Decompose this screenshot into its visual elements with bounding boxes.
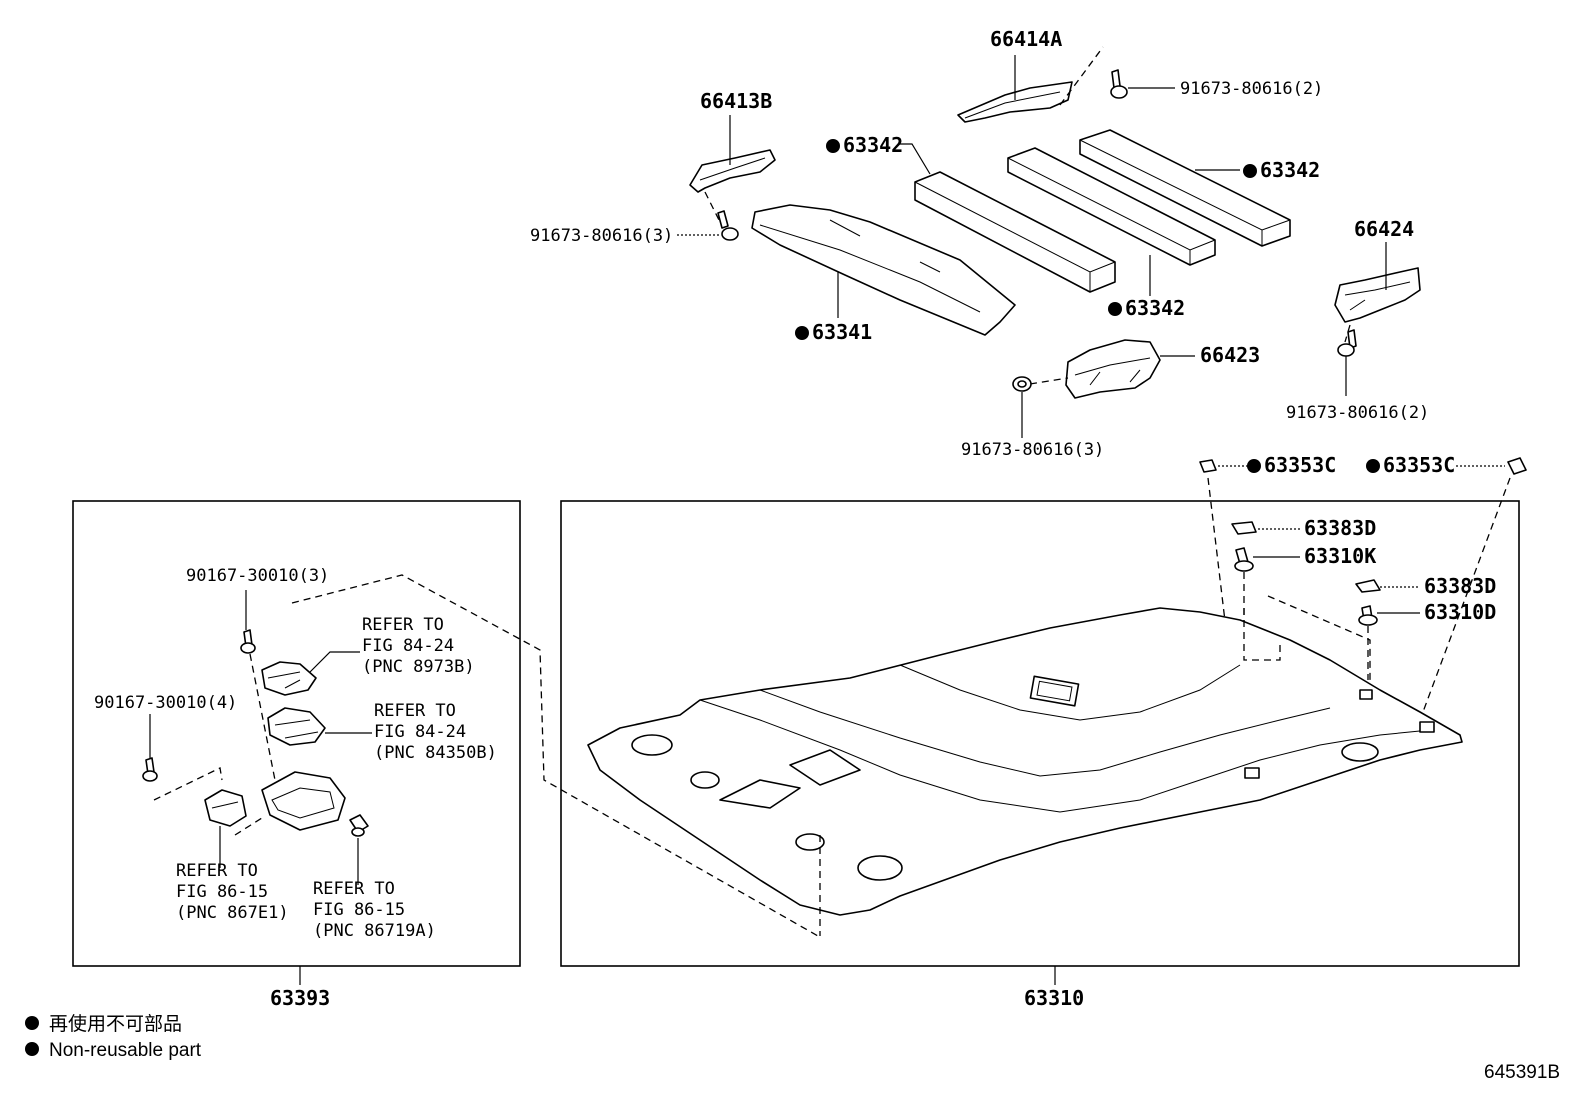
label-66423: 66423 xyxy=(1200,343,1260,367)
non-reusable-bullet xyxy=(1247,459,1261,473)
lamp-assembly-8973B xyxy=(261,651,360,696)
ref4-line1: REFER TO xyxy=(313,879,395,899)
lamp-assembly-84350B xyxy=(267,707,372,746)
non-reusable-bullet xyxy=(826,139,840,153)
ref1-line2: FIG 84-24 xyxy=(362,636,454,656)
ref3-line2: FIG 86-15 xyxy=(176,882,268,902)
label-63383D-b: 63383D xyxy=(1424,574,1496,598)
bolt-91673-a xyxy=(1110,69,1175,99)
non-reusable-bullet xyxy=(1366,459,1380,473)
sub-assembly-box-63393 xyxy=(72,500,521,967)
label-63310D: 63310D xyxy=(1424,600,1496,624)
ref2-line3: (PNC 84350B) xyxy=(374,743,497,763)
figure-id: 645391B xyxy=(1484,1062,1560,1083)
legend-line-en: Non-reusable part xyxy=(49,1040,202,1061)
label-91673-a: 91673-80616(2) xyxy=(1180,79,1323,99)
headliner-63310 xyxy=(587,595,1463,985)
non-reusable-bullet xyxy=(1243,164,1257,178)
ref4-line3: (PNC 86719A) xyxy=(313,921,436,941)
connector-dash-left xyxy=(291,574,819,937)
label-63342-b: 63342 xyxy=(1125,296,1185,320)
label-63310K: 63310K xyxy=(1304,544,1376,568)
lamp-housing xyxy=(261,771,346,831)
pad-63383D-a xyxy=(1231,521,1300,535)
label-91673-d: 91673-80616(3) xyxy=(961,440,1104,460)
clip-63310K xyxy=(1234,547,1300,640)
bracket-66424 xyxy=(1334,242,1421,343)
clip-63353C-b xyxy=(1419,457,1527,721)
label-63353C-a: 63353C xyxy=(1264,453,1336,477)
clip-63310D xyxy=(1358,605,1420,680)
bracket-66413B xyxy=(689,115,776,223)
pad-63342-a xyxy=(898,143,1116,293)
label-63310: 63310 xyxy=(1024,986,1084,1010)
bulb-86719A xyxy=(349,814,369,885)
label-91673-c: 91673-80616(2) xyxy=(1286,403,1429,423)
screw-90167-b xyxy=(142,714,223,801)
label-66413B: 66413B xyxy=(700,89,772,113)
legend-bullet xyxy=(25,1016,39,1030)
bolt-91673-b xyxy=(677,210,739,241)
ref3-line3: (PNC 867E1) xyxy=(176,903,289,923)
non-reusable-bullet xyxy=(795,326,809,340)
headliner-box-63310 xyxy=(560,500,1520,967)
legend-bullet xyxy=(25,1042,39,1056)
label-66424: 66424 xyxy=(1354,217,1414,241)
bolt-91673-c xyxy=(1337,329,1357,396)
ref2-line2: FIG 84-24 xyxy=(374,722,466,742)
label-66414A: 66414A xyxy=(990,27,1062,51)
pad-63341 xyxy=(751,204,1016,336)
legend-line-ja: 再使用不可部品 xyxy=(49,1013,182,1035)
switch-867E1 xyxy=(204,789,263,868)
pad-63342-b xyxy=(1007,147,1216,296)
non-reusable-bullet xyxy=(1108,302,1122,316)
pad-63342-c xyxy=(1079,129,1291,247)
label-90167-b: 90167-30010(4) xyxy=(94,693,237,713)
pad-63383D-b xyxy=(1355,579,1420,593)
label-63342-a: 63342 xyxy=(843,133,903,157)
label-63342-c: 63342 xyxy=(1260,158,1320,182)
ref4-line2: FIG 86-15 xyxy=(313,900,405,920)
label-63393: 63393 xyxy=(270,986,330,1010)
label-63383D-a: 63383D xyxy=(1304,516,1376,540)
screw-90167-a xyxy=(240,590,276,781)
bracket-66423 xyxy=(1029,339,1195,399)
ref1-line1: REFER TO xyxy=(362,615,444,635)
ref1-line3: (PNC 8973B) xyxy=(362,657,475,677)
ref2-line1: REFER TO xyxy=(374,701,456,721)
label-63353C-b: 63353C xyxy=(1383,453,1455,477)
ref3-line1: REFER TO xyxy=(176,861,258,881)
bracket-66414A xyxy=(957,46,1104,123)
label-90167-a: 90167-30010(3) xyxy=(186,566,329,586)
clip-91673-d xyxy=(1012,376,1032,438)
label-91673-b: 91673-80616(3) xyxy=(530,226,673,246)
label-63341: 63341 xyxy=(812,320,872,344)
